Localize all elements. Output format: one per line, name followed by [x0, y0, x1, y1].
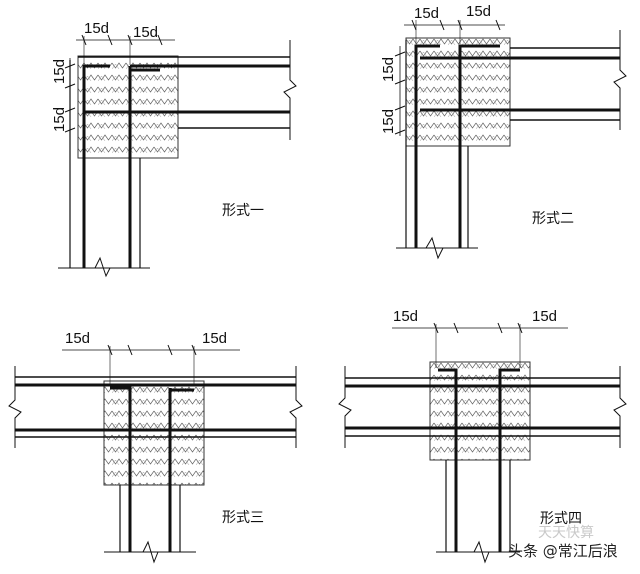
- dim-label: 15d: [414, 5, 439, 22]
- break-mark: [338, 366, 352, 448]
- rebar-hook: [458, 44, 500, 120]
- dim-tick: [411, 19, 417, 31]
- joint-core: [429, 361, 531, 461]
- joint-core: [77, 55, 179, 159]
- dim-label: 15d: [202, 330, 227, 347]
- rebar-hook: [438, 368, 458, 400]
- dim-label: 15d: [133, 24, 158, 41]
- figure-form-4: 15d 15d 形式四: [338, 308, 627, 564]
- dim-tick: [127, 344, 133, 356]
- rebar-hook: [168, 388, 194, 420]
- break-mark: [289, 366, 303, 448]
- dim-tick: [167, 344, 173, 356]
- dim-label: 15d: [51, 107, 68, 132]
- dim-tick: [64, 83, 76, 89]
- figure-form-2: 15d 15d 15d 15d 形式二: [380, 3, 627, 260]
- watermark-text: 头条 @常江后浪: [508, 542, 618, 560]
- dim-label: 15d: [51, 59, 68, 84]
- joint-core: [405, 37, 511, 147]
- rebar-hook: [498, 368, 520, 400]
- rebar-hook: [128, 68, 160, 110]
- figure-caption: 形式三: [222, 510, 264, 526]
- dim-tick: [394, 105, 406, 111]
- dim-tick: [157, 34, 163, 46]
- joint-core: [103, 380, 205, 486]
- dim-label: 15d: [65, 330, 90, 347]
- break-mark: [283, 40, 297, 140]
- figure-caption: 形式二: [532, 211, 574, 227]
- rebar-hook: [82, 64, 110, 110]
- dim-tick: [107, 34, 113, 46]
- dim-tick: [497, 322, 503, 334]
- dim-label: 15d: [380, 57, 397, 82]
- figure-caption: 形式一: [222, 203, 264, 219]
- break-mark: [613, 366, 627, 448]
- dim-tick: [495, 19, 501, 31]
- rebar-hook: [414, 44, 440, 108]
- dim-label: 15d: [466, 3, 491, 20]
- dim-tick: [439, 19, 445, 31]
- watermark-faint: 天天快算: [538, 525, 594, 541]
- figure-caption: 形式四: [540, 511, 582, 527]
- dim-tick: [453, 322, 459, 334]
- dim-label: 15d: [84, 20, 109, 37]
- dim-tick: [394, 79, 406, 85]
- break-mark: [425, 236, 444, 260]
- break-mark: [94, 256, 111, 278]
- dim-tick: [64, 127, 76, 133]
- dim-tick: [394, 129, 406, 135]
- figure-form-3: 15d 15d 形式三: [8, 330, 303, 564]
- rebar-hook: [110, 386, 132, 420]
- dim-label: 15d: [393, 308, 418, 325]
- dim-label: 15d: [380, 109, 397, 134]
- dim-tick: [64, 63, 76, 69]
- dim-tick: [394, 51, 406, 57]
- watermark: 天天快算 头条 @常江后浪: [508, 525, 618, 560]
- figure-form-1: 15d 15d 15d 15d 形式一: [51, 20, 297, 278]
- dim-tick: [64, 107, 76, 113]
- break-mark: [613, 30, 627, 130]
- break-mark: [142, 540, 159, 564]
- break-mark: [8, 366, 22, 448]
- dim-label: 15d: [532, 308, 557, 325]
- break-mark: [473, 540, 490, 564]
